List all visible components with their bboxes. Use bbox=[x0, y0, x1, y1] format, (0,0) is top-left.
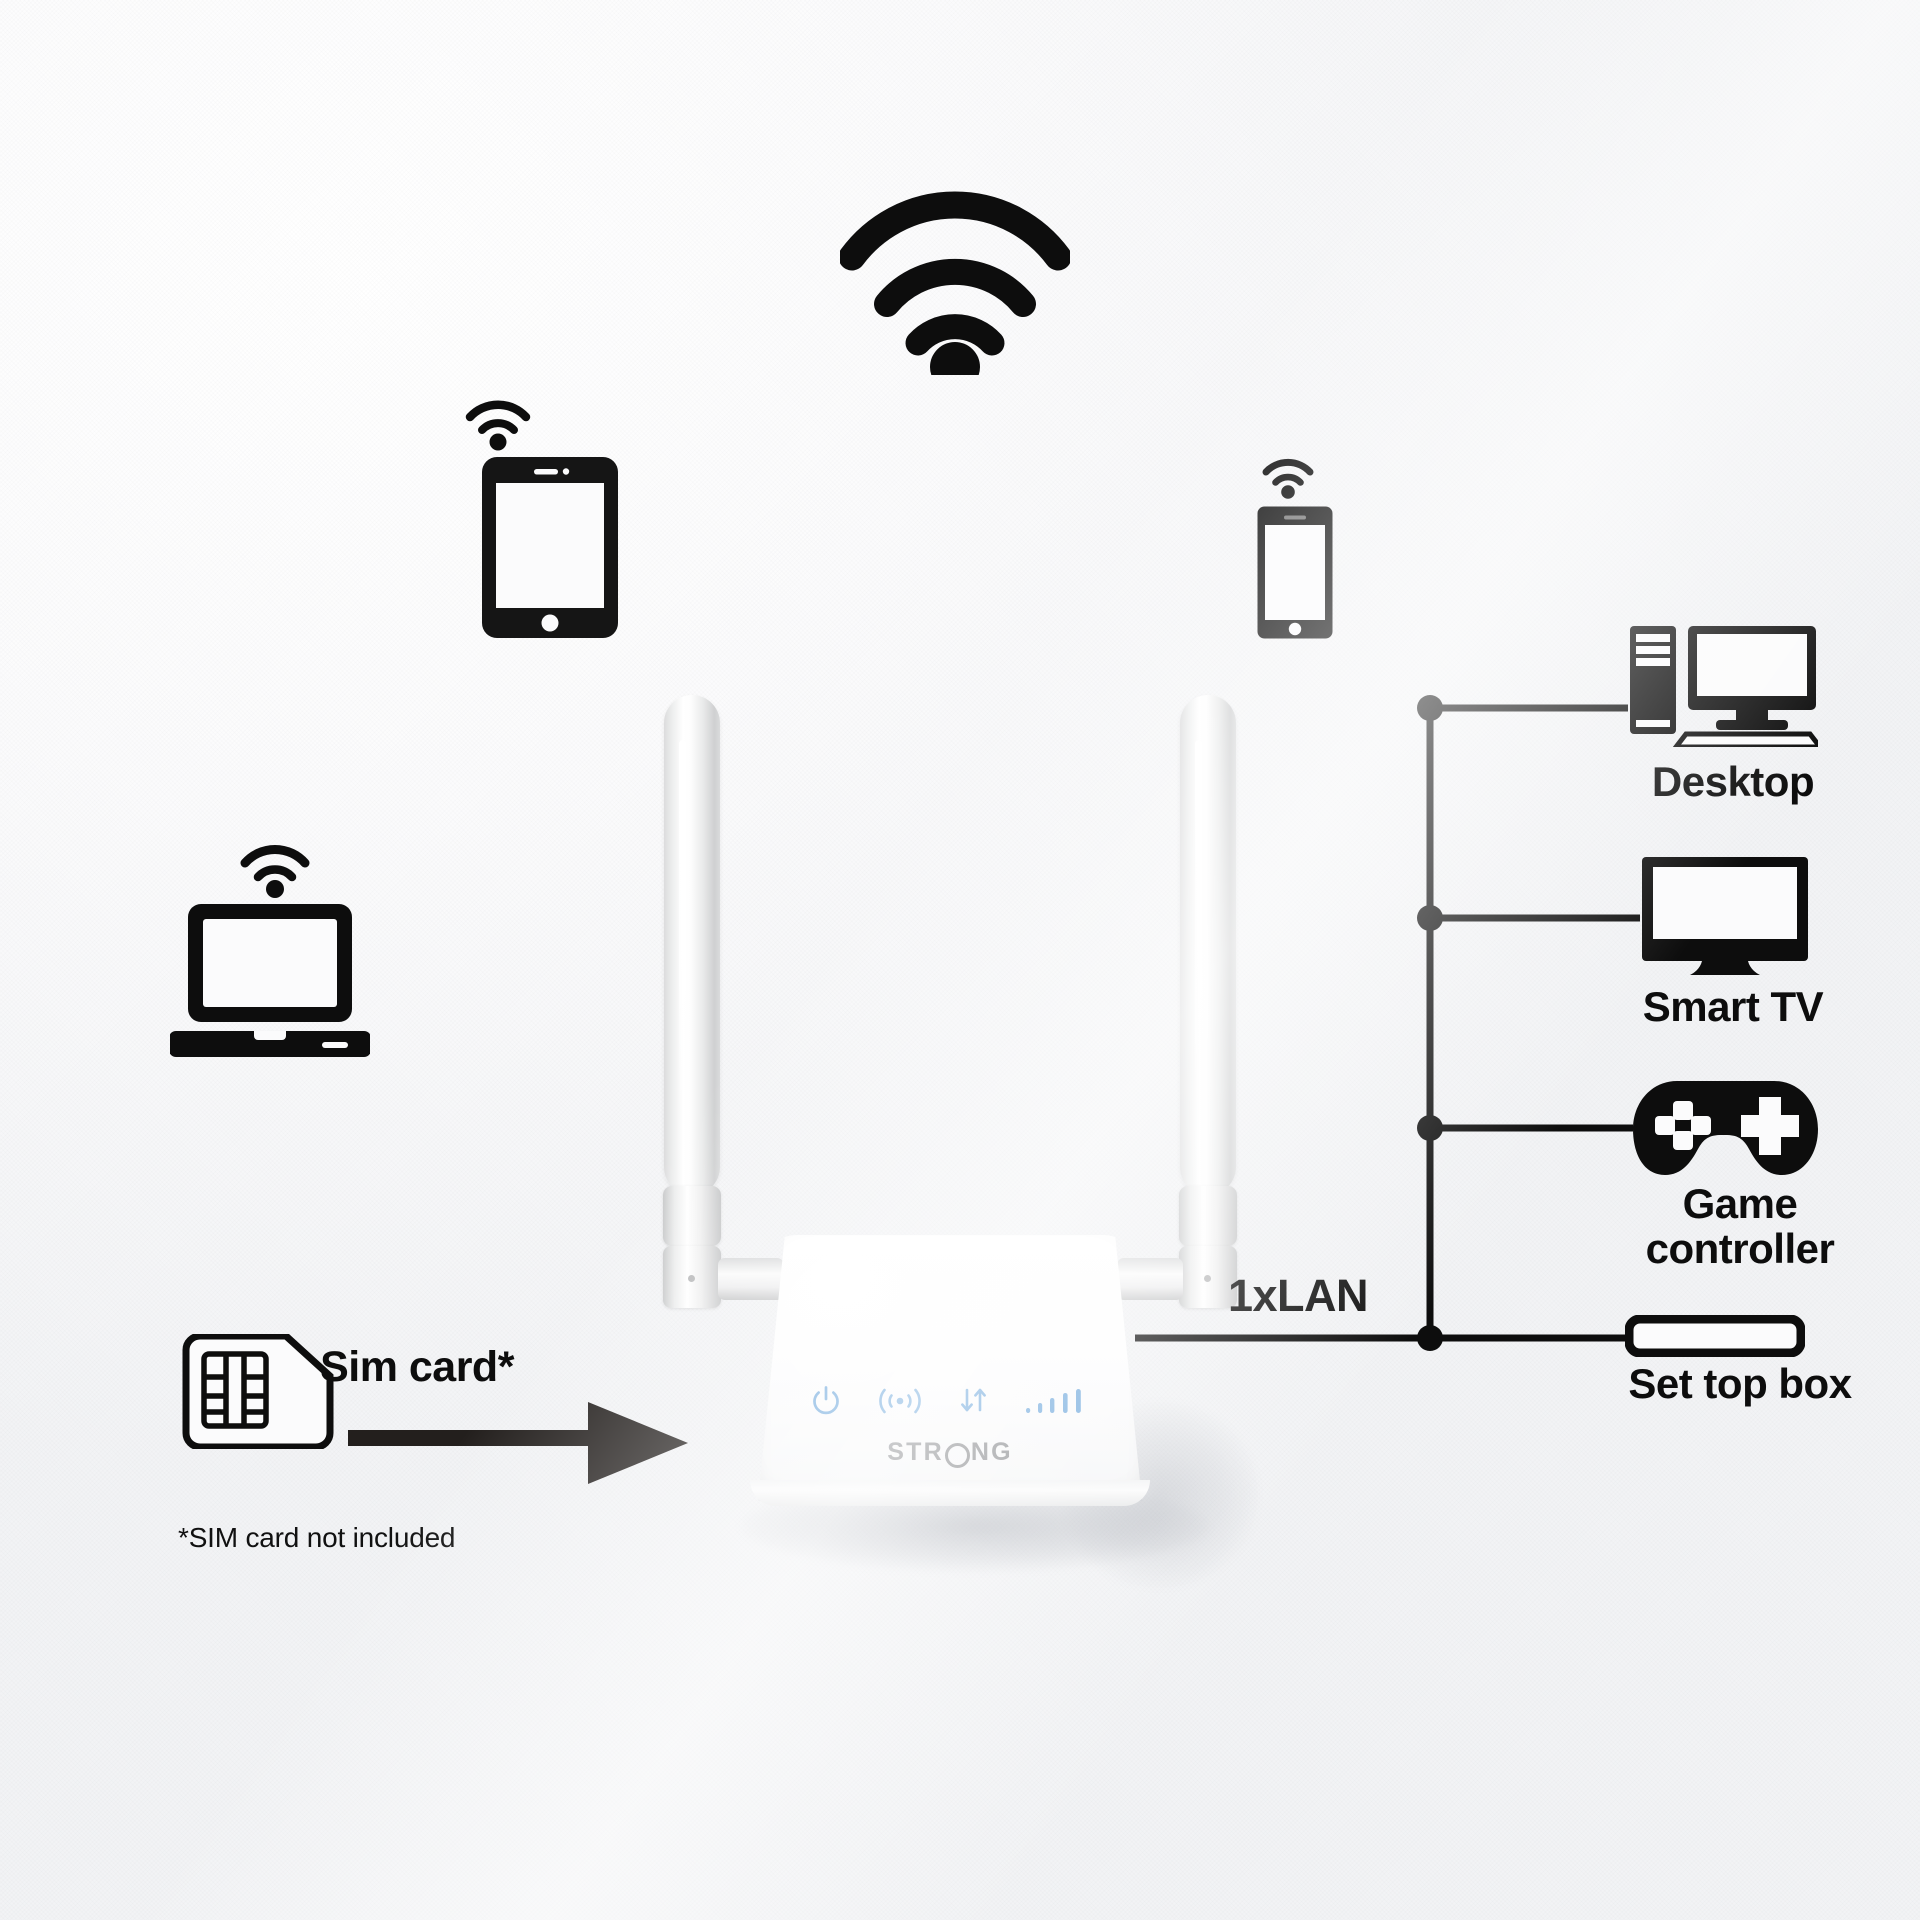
router-base bbox=[750, 1480, 1150, 1506]
game-controller-label: Game controller bbox=[1645, 1180, 1835, 1272]
set-top-box-icon bbox=[1624, 1314, 1806, 1358]
set-top-box-label: Set top box bbox=[1628, 1360, 1852, 1407]
wifi-broadcast-icon bbox=[838, 185, 1072, 392]
wifi-small-icon bbox=[240, 840, 310, 900]
laptop-icon bbox=[169, 900, 371, 1060]
brand-text-part-2: NG bbox=[970, 1437, 1013, 1466]
wifi-small-icon bbox=[465, 395, 531, 453]
desktop-label: Desktop bbox=[1651, 758, 1815, 805]
junction-dot-desktop bbox=[1417, 695, 1443, 721]
junction-dot-set-top-box bbox=[1417, 1325, 1443, 1351]
led-indicator-row bbox=[810, 1380, 1090, 1426]
desktop-computer-icon bbox=[1628, 622, 1826, 750]
junction-dot-game-controller bbox=[1417, 1115, 1443, 1141]
sim-insert-arrow-icon bbox=[348, 1398, 688, 1488]
power-icon bbox=[810, 1385, 842, 1422]
sim-card-icon bbox=[178, 1332, 338, 1451]
brand-o-glyph bbox=[944, 1442, 970, 1468]
wifi-signal-icon bbox=[875, 1385, 925, 1422]
lan-port-label: 1xLAN bbox=[1228, 1270, 1369, 1321]
sim-card-arrow-label: Sim card* bbox=[320, 1343, 514, 1391]
signal-bars-icon bbox=[1024, 1384, 1090, 1423]
brand-text-part-1: STR bbox=[887, 1437, 944, 1466]
tablet-icon bbox=[480, 455, 620, 640]
smartphone-icon bbox=[1256, 505, 1334, 640]
router-chassis bbox=[758, 1235, 1142, 1501]
up-down-arrows-icon bbox=[957, 1384, 991, 1423]
game-controller-icon bbox=[1633, 1075, 1818, 1180]
sim-footnote: *SIM card not included bbox=[178, 1522, 456, 1553]
smart-tv-label: Smart TV bbox=[1642, 983, 1824, 1030]
junction-dot-smart-tv bbox=[1417, 905, 1443, 931]
smart-tv-icon bbox=[1640, 855, 1810, 975]
wifi-small-icon bbox=[1262, 455, 1314, 501]
